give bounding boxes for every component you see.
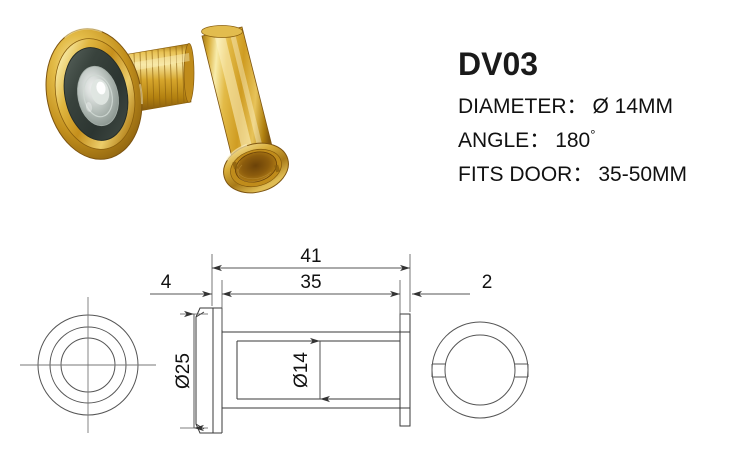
dimension-label-2: 2 <box>482 272 493 293</box>
degree-symbol: ° <box>590 126 596 142</box>
dimension-label-41: 41 <box>300 246 321 267</box>
spec-value-angle: 180 <box>555 128 591 152</box>
rear-view-ring <box>431 321 529 419</box>
front-view-circles <box>20 297 156 433</box>
dimension-body-length <box>221 280 401 330</box>
spec-label-diameter: DIAMETER： <box>458 94 588 118</box>
spec-row-diameter: DIAMETER：Ø 14MM <box>458 96 752 117</box>
technical-drawing: 41 35 4 2 Ø25 Ø14 <box>0 236 752 471</box>
spec-value-diameter: Ø 14MM <box>592 94 674 118</box>
spec-row-fits-door: FITS DOOR：35-50MM <box>458 164 752 185</box>
spec-label-fits-door: FITS DOOR： <box>458 162 594 186</box>
photo-brass-sleeve <box>201 25 289 194</box>
photo-viewer-flange <box>45 27 143 161</box>
dimension-label-35: 35 <box>300 272 321 293</box>
dimension-overall-length <box>211 254 411 312</box>
dimension-flange-diameter <box>180 310 208 432</box>
product-photo <box>28 12 368 208</box>
dimension-label-bore-diameter: Ø14 <box>291 352 312 388</box>
spec-value-fits-door: 35-50MM <box>598 162 688 186</box>
product-model-title: DV03 <box>458 46 539 82</box>
dimension-label-flange-diameter: Ø25 <box>173 353 194 389</box>
specification-panel: DV03 DIAMETER：Ø 14MM ANGLE：180° FITS DOO… <box>458 46 752 198</box>
spec-label-angle: ANGLE： <box>458 128 551 152</box>
photo-door-viewer <box>45 27 195 161</box>
spec-row-angle: ANGLE：180° <box>458 126 752 152</box>
dimension-label-4: 4 <box>161 272 172 293</box>
photo-sleeve-collar <box>223 142 289 194</box>
